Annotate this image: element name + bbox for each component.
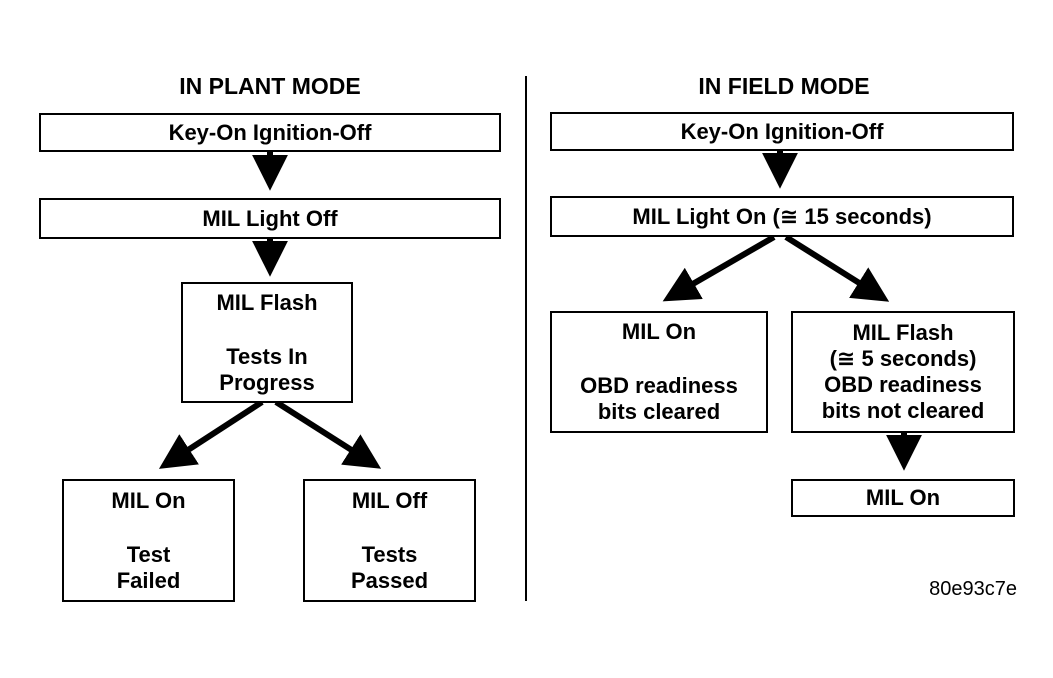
arrow-plant-flash-to-failed [158,399,264,469]
field-bits-cleared-line1: MIL On [621,319,697,344]
plant-test-failed-line2: Test [126,541,171,567]
plant-mode-heading: IN PLANT MODE [179,73,361,99]
plant-mil-flash-line3: Progress [219,369,315,395]
plant-mil-flash-line1: MIL Flash [216,289,318,315]
plant-key-on-label: Key-On Ignition-Off [168,119,372,145]
field-bits-cleared-box: MIL On OBD readiness bits cleared [550,311,768,433]
plant-test-failed-line3: Failed [116,567,181,593]
plant-tests-passed-box: MIL Off Tests Passed [303,479,476,602]
field-final-mil-on-label: MIL On [865,485,941,510]
figure-code: 80e93c7e [929,578,1017,600]
arrow-plant-flash-to-passed [274,399,382,469]
arrow-field-milon-to-cleared [662,234,776,302]
field-bits-cleared-line3: bits cleared [597,399,721,424]
field-bits-not-cleared-line3: OBD readiness [824,372,982,397]
plant-mil-light-off-label: MIL Light Off [202,205,338,231]
field-final-mil-on-box: MIL On [791,479,1015,517]
plant-mil-flash-line2: Tests In [226,343,308,369]
plant-tests-passed-line1: MIL Off [351,487,428,513]
field-bits-not-cleared-line1: MIL Flash [852,320,954,345]
mode-divider [525,76,527,601]
arrow-field-milon-to-notcleared [784,234,890,302]
field-key-on-box: Key-On Ignition-Off [550,112,1014,151]
field-bits-cleared-line2: OBD readiness [580,373,738,398]
field-bits-not-cleared-line4: bits not cleared [821,398,985,423]
field-bits-not-cleared-box: MIL Flash (≅ 5 seconds) OBD readiness bi… [791,311,1015,433]
field-bits-not-cleared-line2: (≅ 5 seconds) [829,346,977,371]
plant-mil-flash-box: MIL Flash Tests In Progress [181,282,353,403]
plant-tests-passed-line2: Tests [361,541,418,567]
plant-key-on-box: Key-On Ignition-Off [39,113,501,152]
plant-tests-passed-line3: Passed [350,567,429,593]
field-mil-light-on-label: MIL Light On (≅ 15 seconds) [632,203,932,229]
field-mil-light-on-box: MIL Light On (≅ 15 seconds) [550,196,1014,237]
field-key-on-label: Key-On Ignition-Off [680,118,884,144]
field-mode-heading: IN FIELD MODE [698,73,870,99]
plant-test-failed-line1: MIL On [111,487,186,513]
plant-test-failed-box: MIL On Test Failed [62,479,235,602]
plant-mil-light-off-box: MIL Light Off [39,198,501,239]
